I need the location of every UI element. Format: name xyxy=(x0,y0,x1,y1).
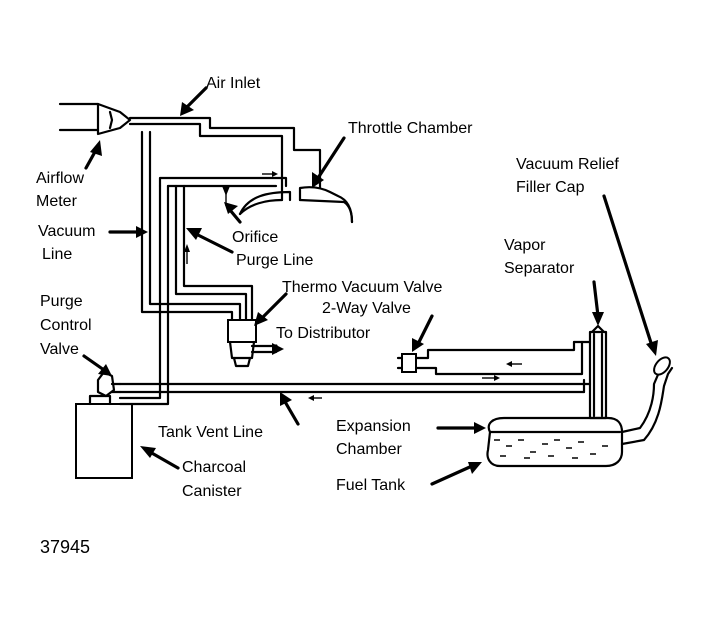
label-throttle-chamber: Throttle Chamber xyxy=(348,120,473,137)
label-vacuum-relief-line2: Filler Cap xyxy=(516,179,585,196)
label-to-distributor: To Distributor xyxy=(276,325,371,342)
label-airflow-meter-line2: Meter xyxy=(36,193,78,210)
label-thermo-vacuum-valve: Thermo Vacuum Valve xyxy=(282,279,442,296)
filler-neck xyxy=(620,356,674,446)
label-purge-line: Purge Line xyxy=(236,252,313,269)
label-vapor-separator-line1: Vapor xyxy=(504,237,546,254)
label-charcoal-canister-line1: Charcoal xyxy=(182,459,246,476)
thermo-vacuum-valve xyxy=(227,319,278,368)
label-expansion-chamber-line1: Expansion xyxy=(336,418,411,435)
flow-arrows xyxy=(184,171,522,401)
label-tank-vent-line: Tank Vent Line xyxy=(158,424,263,441)
fuel-tank xyxy=(486,416,624,468)
label-air-inlet: Air Inlet xyxy=(206,75,261,92)
callout-arrows xyxy=(82,86,658,486)
label-vapor-separator-line2: Separator xyxy=(504,260,575,277)
label-purge-control-line1: Purge xyxy=(40,293,83,310)
tank-vent-line xyxy=(118,378,592,394)
throttle-chamber xyxy=(238,186,354,224)
air-intake-duct xyxy=(58,102,322,202)
label-fuel-tank: Fuel Tank xyxy=(336,477,406,494)
label-orifice: Orifice xyxy=(232,229,278,246)
label-charcoal-canister-line2: Canister xyxy=(182,483,242,500)
label-vacuum-line-line1: Vacuum xyxy=(38,223,96,240)
label-purge-control-line3: Valve xyxy=(40,341,79,358)
charcoal-canister xyxy=(75,370,170,479)
label-vacuum-relief-line1: Vacuum Relief xyxy=(516,156,619,173)
label-two-way-valve: 2-Way Valve xyxy=(322,300,411,317)
label-purge-control-line2: Control xyxy=(40,317,92,334)
two-way-valve xyxy=(396,340,592,376)
label-expansion-chamber-line2: Chamber xyxy=(336,441,402,458)
vacuum-purge-lines xyxy=(140,130,288,400)
label-vacuum-line-line2: Line xyxy=(42,246,72,263)
vapor-separator xyxy=(588,324,608,420)
label-airflow-meter-line1: Airflow xyxy=(36,170,84,187)
figure-number: 37945 xyxy=(40,537,90,557)
